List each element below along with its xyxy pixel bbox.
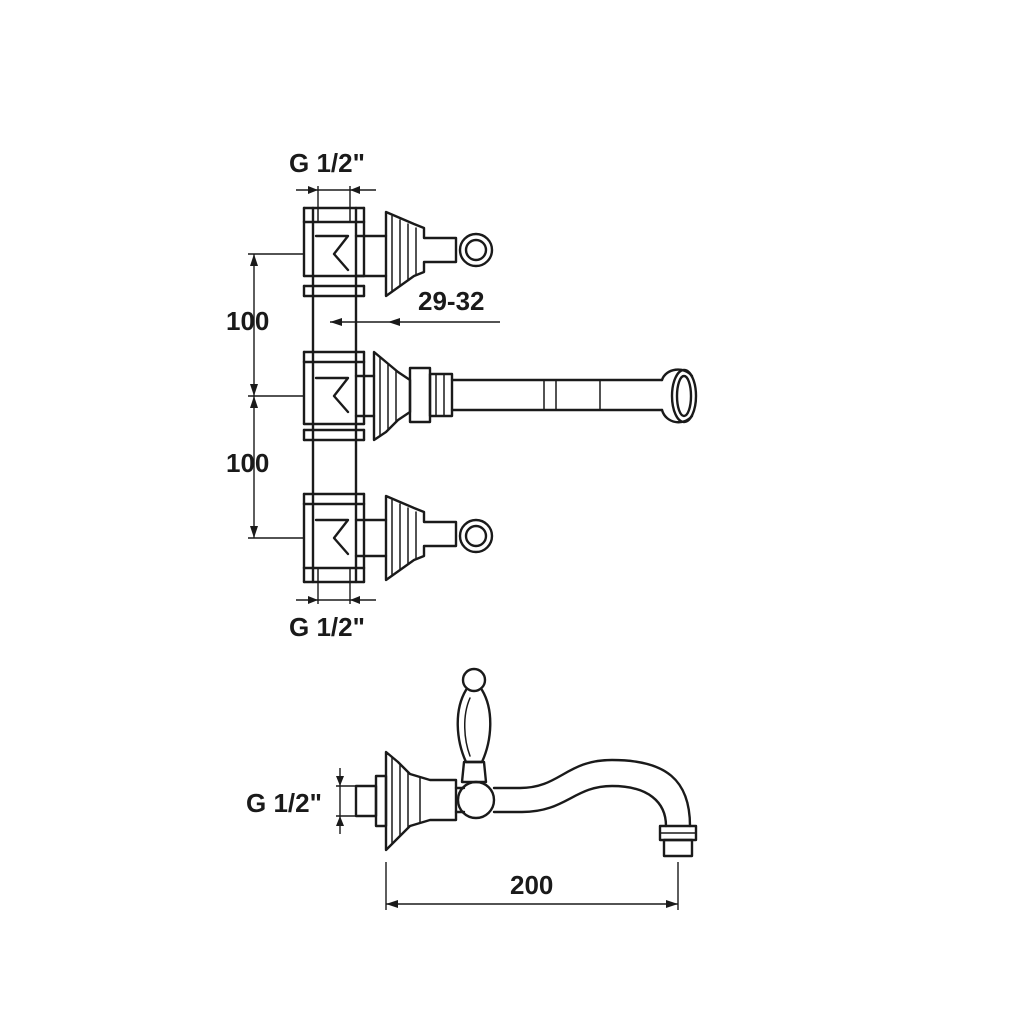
spacing-upper-label: 100	[226, 306, 269, 336]
thread-bottom-label: G 1/2"	[289, 612, 365, 642]
upper-connector	[302, 220, 388, 298]
dimension-thread-top	[296, 186, 376, 208]
front-view: G 1/2" G 1/2" 100 100 29	[226, 148, 698, 642]
thread-side-label: G 1/2"	[246, 788, 322, 818]
middle-connector	[302, 350, 376, 442]
thread-top-label: G 1/2"	[289, 148, 365, 178]
side-lever-handle	[456, 667, 492, 784]
side-spout	[492, 758, 698, 858]
dimension-spout-length	[385, 862, 679, 910]
dimension-spacing	[248, 253, 304, 539]
dimension-wall-depth	[330, 318, 500, 326]
lower-handle	[384, 494, 494, 582]
lower-connector	[302, 492, 388, 570]
spout-front	[372, 350, 698, 442]
dimension-thread-side	[336, 768, 356, 834]
spout-length-label: 200	[510, 870, 553, 900]
wall-depth-label: 29-32	[418, 286, 485, 316]
side-escutcheon	[354, 750, 458, 852]
spacing-lower-label: 100	[226, 448, 269, 478]
upper-handle	[384, 210, 494, 298]
side-body	[454, 780, 496, 820]
side-view: G 1/2" 200	[246, 667, 698, 910]
dimension-thread-bottom	[296, 582, 376, 604]
